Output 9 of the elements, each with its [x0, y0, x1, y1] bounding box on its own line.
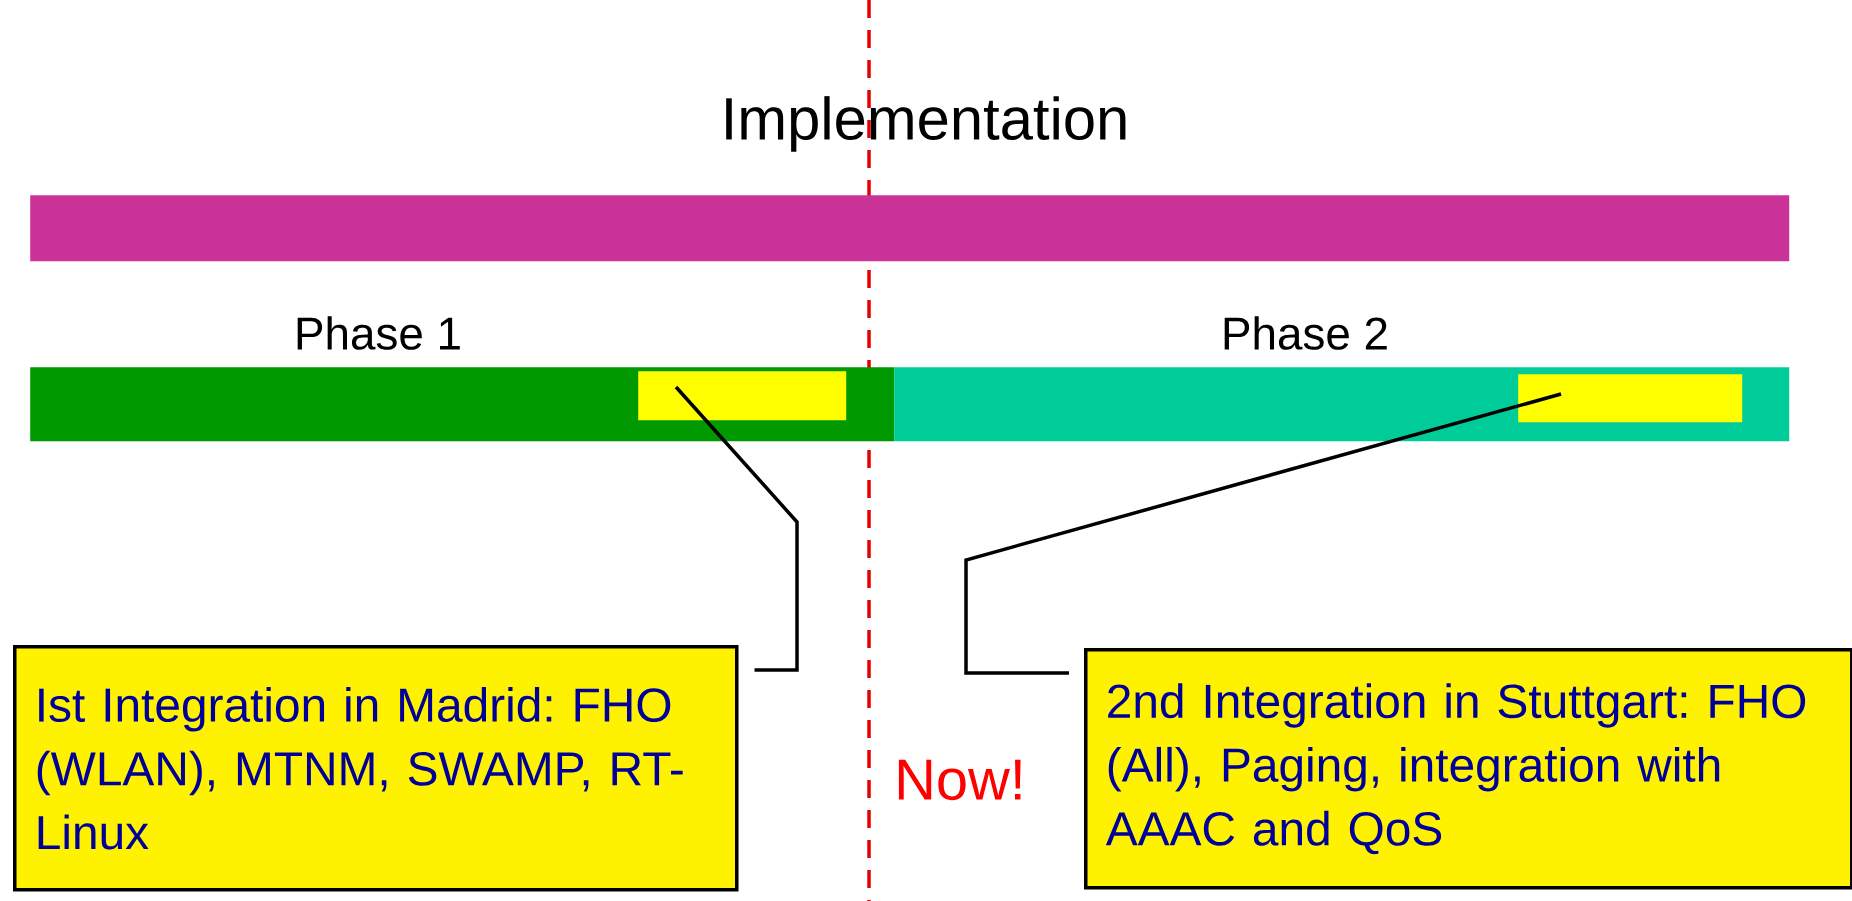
bar-heading: Phase 2	[1224, 316, 1387, 350]
leader-line	[964, 392, 1562, 675]
bar-heading: Phase 1	[297, 316, 460, 350]
callout-box: Ist Integration in Madrid: FHO (WLAN), MTNM, SWAMP, RT-Linux	[13, 645, 739, 892]
callout-box: 2nd Integration in Stuttgart: FHO (All), Paging, integration with AAAC and QoS	[1084, 648, 1852, 890]
highlight-box	[1518, 374, 1743, 423]
now-label: Now!	[893, 758, 1027, 802]
highlight-box	[638, 371, 847, 421]
bar-heading: Implementation	[726, 96, 1126, 152]
